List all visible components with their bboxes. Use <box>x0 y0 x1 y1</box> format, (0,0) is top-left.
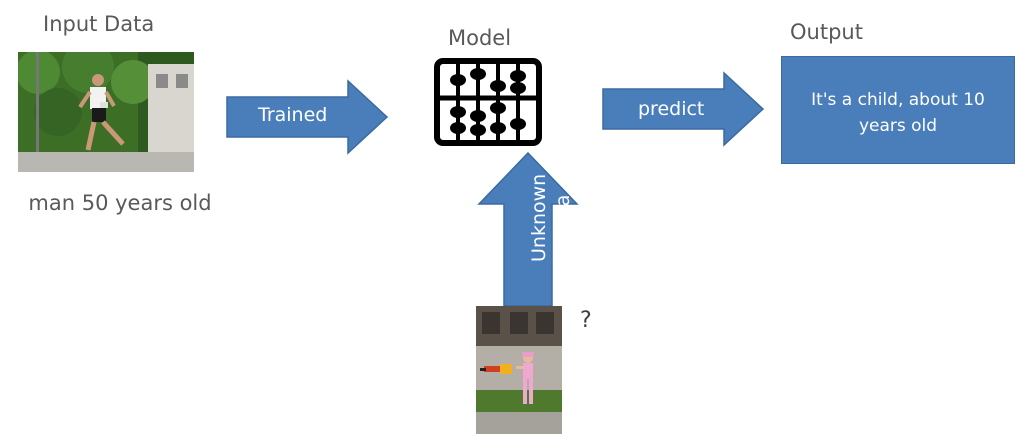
unknown-label-line2: Data <box>552 194 574 240</box>
trained-label: Trained <box>258 104 328 126</box>
output-text: It's a child, about 10 years old <box>811 90 985 136</box>
unknown-label-line1: Unknown <box>528 173 550 262</box>
predict-label: predict <box>638 98 705 120</box>
runner-photo <box>18 52 194 172</box>
question-mark: ? <box>580 308 592 333</box>
abacus-icon <box>434 58 542 146</box>
unknown-data-label: Unknown Data <box>527 174 575 262</box>
input-caption: man 50 years old <box>28 191 212 215</box>
trained-arrow <box>226 79 389 155</box>
output-title: Output <box>790 20 863 44</box>
input-data-title: Input Data <box>43 12 155 36</box>
child-photo <box>476 306 562 434</box>
model-title: Model <box>448 26 512 50</box>
predict-arrow <box>602 71 765 147</box>
output-box: It's a child, about 10 years old <box>781 56 1015 164</box>
